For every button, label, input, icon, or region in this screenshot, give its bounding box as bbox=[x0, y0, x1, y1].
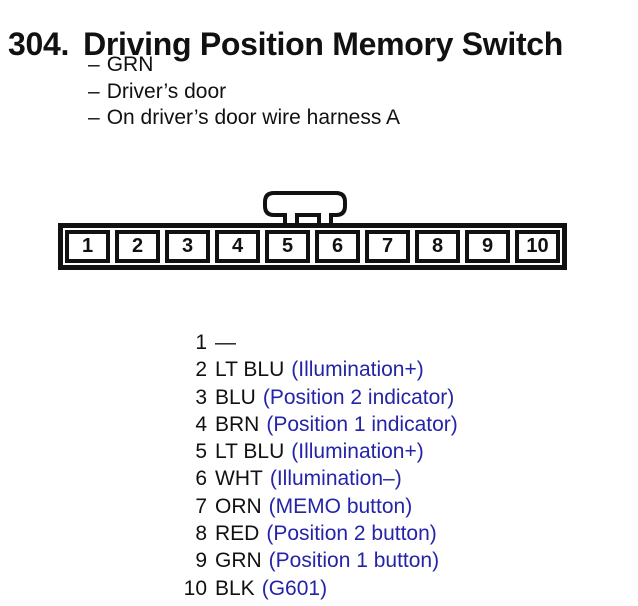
bullet-dash: – bbox=[88, 53, 100, 76]
pin-row: 10 BLK(G601) bbox=[180, 575, 458, 602]
note-text: Driver’s door bbox=[106, 79, 227, 103]
bullet-dash: – bbox=[88, 106, 100, 129]
pin-row: 8 RED(Position 2 button) bbox=[180, 520, 458, 547]
note-item: –Driver’s door bbox=[88, 79, 400, 106]
connector-pin-cell: 2 bbox=[115, 230, 160, 263]
pin-row: 6 WHT(Illumination–) bbox=[180, 465, 458, 492]
pin-row: 3 BLU(Position 2 indicator) bbox=[180, 384, 458, 411]
pin-row: 2 LT BLU(Illumination+) bbox=[180, 356, 458, 383]
note-text: On driver’s door wire harness A bbox=[106, 106, 401, 129]
pin-number: 5 bbox=[195, 440, 207, 464]
pin-number: 2 bbox=[195, 358, 207, 382]
pin-row: 4 BRN(Position 1 indicator) bbox=[180, 411, 458, 438]
pin-color-code: BLK bbox=[215, 576, 255, 600]
page-title: 304. Driving Position Memory Switch bbox=[8, 23, 563, 65]
pin-function: (Position 2 button) bbox=[266, 522, 437, 546]
connector-pin-cell: 10 bbox=[515, 230, 560, 263]
pin-number: 7 bbox=[195, 494, 207, 518]
pin-function: (Illumination+) bbox=[291, 440, 424, 464]
connector-pin-cell: 7 bbox=[365, 230, 410, 263]
pin-row: 9 GRN(Position 1 button) bbox=[180, 547, 458, 574]
connector-diagram: 1 2 3 4 5 6 7 8 9 10 bbox=[58, 223, 567, 270]
pin-number: 4 bbox=[195, 412, 207, 436]
pin-number: 1 bbox=[195, 331, 207, 354]
pin-number: 8 bbox=[195, 522, 207, 546]
connector-key-tab-icon bbox=[263, 191, 347, 230]
bullet-dash: – bbox=[88, 79, 100, 103]
pin-number: 10 bbox=[183, 576, 207, 600]
connector-pin-cell: 9 bbox=[465, 230, 510, 263]
pin-function: (MEMO button) bbox=[268, 494, 413, 518]
pin-function: (Illumination–) bbox=[269, 467, 402, 491]
note-item: –On driver’s door wire harness A bbox=[88, 105, 400, 132]
pin-row: 1— bbox=[180, 329, 458, 356]
pin-function: (G601) bbox=[261, 576, 328, 600]
section-title-text: Driving Position Memory Switch bbox=[83, 26, 564, 63]
pin-function: (Illumination+) bbox=[291, 358, 424, 382]
connector-pin-cell: 4 bbox=[215, 230, 260, 263]
pin-color-code: RED bbox=[215, 522, 260, 546]
pin-number: 6 bbox=[195, 467, 207, 491]
pin-color-code: LT BLU bbox=[215, 440, 285, 464]
note-item: –GRN bbox=[88, 52, 400, 79]
pin-color-code: WHT bbox=[215, 467, 263, 491]
connector-pin-cell: 3 bbox=[165, 230, 210, 263]
pin-color-code: BRN bbox=[215, 412, 260, 436]
connector-pin-cell: 5 bbox=[265, 230, 310, 263]
pin-color-code: LT BLU bbox=[215, 358, 285, 382]
connector-pin-cell: 8 bbox=[415, 230, 460, 263]
pin-color-code: ORN bbox=[215, 494, 262, 518]
pin-number: 3 bbox=[195, 385, 207, 409]
pin-function: (Position 2 indicator) bbox=[262, 385, 455, 409]
pin-function: (Position 1 indicator) bbox=[266, 412, 458, 436]
section-number: 304. bbox=[8, 26, 70, 63]
pin-row: 5 LT BLU(Illumination+) bbox=[180, 438, 458, 465]
connector-pin-cell: 6 bbox=[315, 230, 360, 263]
pin-function: (Position 1 button) bbox=[268, 549, 440, 573]
pin-color-code: BLU bbox=[215, 385, 256, 409]
pin-color-code: GRN bbox=[215, 549, 262, 573]
pin-number: 9 bbox=[195, 549, 207, 573]
notes-list: –GRN –Driver’s door –On driver’s door wi… bbox=[88, 52, 400, 132]
pin-row: 7 ORN(MEMO button) bbox=[180, 493, 458, 520]
pin-color-code: — bbox=[215, 331, 236, 354]
note-text: GRN bbox=[106, 53, 154, 76]
connector-pin-cell: 1 bbox=[65, 230, 110, 263]
